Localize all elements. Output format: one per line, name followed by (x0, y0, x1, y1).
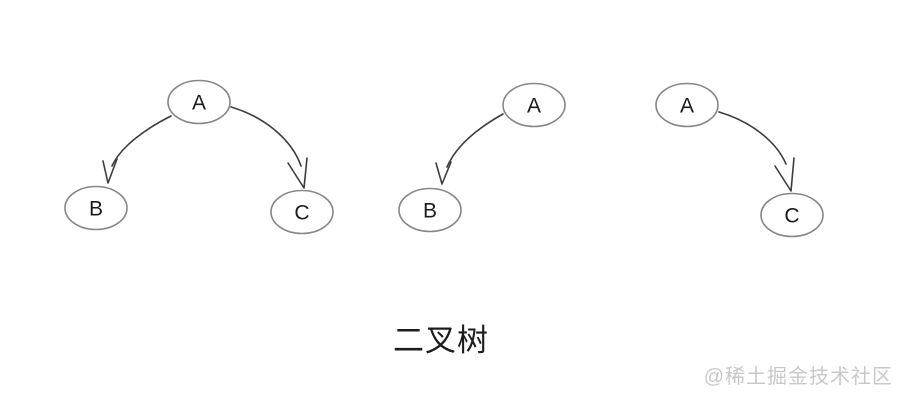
edge-A-to-B-arrowhead-icon (435, 161, 452, 185)
node-label-t3-A: A (680, 95, 694, 118)
tree-right-child-only: AC (655, 82, 824, 238)
watermark-text: @稀土掘金技术社区 (703, 366, 893, 388)
tree-left-child-only: AB (398, 82, 566, 233)
edge-A-to-B-line (446, 113, 504, 168)
edge-A-to-B-line (111, 115, 172, 167)
node-ellipse-t3-C (760, 192, 824, 238)
node-label-t1-C: C (294, 202, 309, 225)
edge-A-to-B-arrowhead-icon (102, 158, 118, 184)
edge-A-to-C-arrowhead-icon (287, 157, 308, 189)
edge-A-to-C-arrowhead-icon (774, 157, 795, 192)
node-ellipse-t3-A (655, 82, 719, 128)
node-ellipse-t1-A (167, 79, 231, 125)
node-ellipse-t1-C (270, 189, 334, 235)
node-label-t2-B: B (423, 200, 437, 223)
edge-A-to-C-line (718, 111, 787, 165)
node-label-t3-C: C (784, 205, 799, 228)
node-label-t1-B: B (89, 198, 103, 221)
node-ellipse-t2-A (502, 82, 566, 128)
node-label-t1-A: A (192, 92, 206, 115)
node-ellipse-t1-B (64, 185, 128, 231)
diagram-caption: 二叉树 (393, 323, 489, 358)
tree-both-children: A B C (64, 79, 334, 235)
node-ellipse-t2-B (398, 187, 462, 233)
node-label-t2-A: A (527, 95, 541, 118)
edge-A-to-C-line (230, 106, 302, 167)
